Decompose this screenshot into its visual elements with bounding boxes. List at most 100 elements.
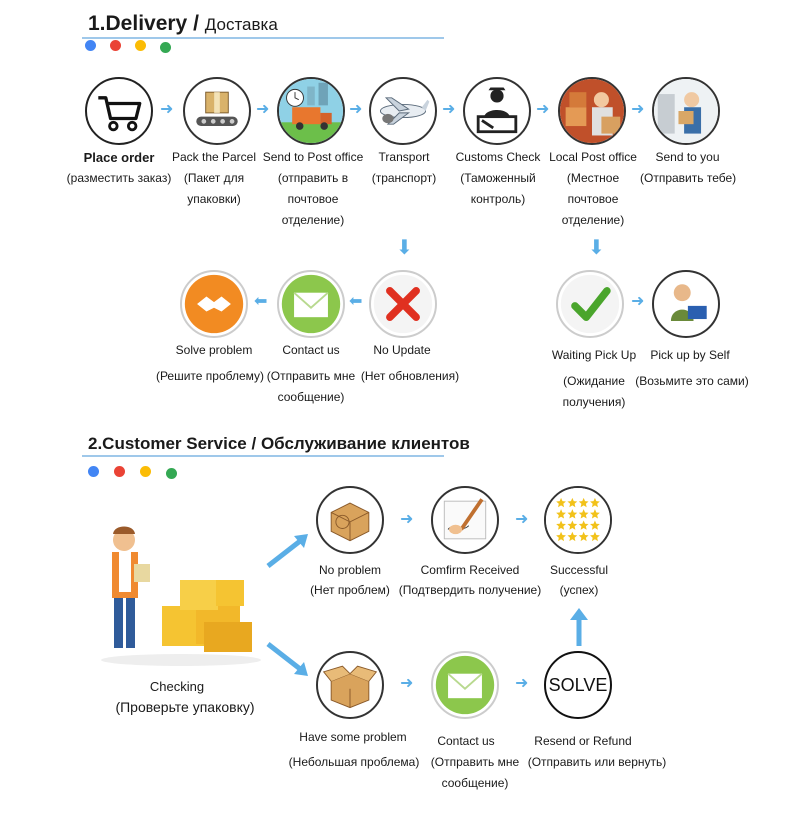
- arrow-down-right-icon: [264, 640, 314, 680]
- star-icon: [567, 509, 578, 519]
- transport-sub: (транспорт): [371, 171, 437, 185]
- handshake-icon: [180, 270, 248, 338]
- successful-label: Successful: [549, 563, 609, 577]
- arrow-right-icon: ➜: [256, 101, 270, 118]
- local-post-label: Local Post office: [549, 150, 637, 164]
- arrow-left-icon: ⬅: [349, 293, 363, 310]
- have-problem-label: Have some problem: [299, 730, 407, 744]
- contact-us-sub: (Отправить мне сообщение): [266, 369, 356, 404]
- have-problem-sub: (Небольшая проблема): [288, 755, 420, 769]
- section2-heading: 2.Customer Service / Обслуживание клиент…: [88, 434, 470, 454]
- section2-separator: /: [251, 434, 257, 453]
- solve-problem-sub: (Решите проблему): [155, 369, 265, 383]
- solve-icon: SOLVE: [544, 651, 612, 719]
- star-icon: [590, 497, 600, 508]
- envelope-icon: [431, 651, 499, 719]
- open-box-icon: [316, 651, 384, 719]
- star-icon: [567, 520, 578, 530]
- arrow-left-icon: ⬅: [254, 293, 268, 310]
- arrow-down-icon: ⬇: [396, 237, 413, 259]
- successful-sub: (успех): [559, 583, 599, 597]
- star-icon: [556, 531, 566, 542]
- arrow-right-icon: ➜: [536, 101, 550, 118]
- customs-sub: (Таможенный контроль): [460, 171, 536, 206]
- send-post-label: Send to Post office: [262, 150, 364, 164]
- no-update-sub: (Нет обновления): [360, 369, 460, 383]
- confirm-received-label: Comfirm Received: [420, 563, 520, 577]
- yellow-dot: [140, 466, 151, 477]
- star-icon: [590, 531, 600, 542]
- blue-dot: [88, 466, 99, 477]
- arrow-up-right-icon: [264, 530, 314, 570]
- place-order-sub: (разместить заказ): [66, 171, 172, 185]
- send-you-label: Send to you: [655, 150, 720, 164]
- send-post-sub: (отправить в почтовое отделение): [277, 171, 349, 227]
- blue-dot: [85, 40, 96, 51]
- star-icon: [578, 509, 589, 519]
- local-post-sub: (Местное почтовое отделение): [561, 171, 625, 227]
- pickup-self-label: Pick up by Self: [650, 348, 730, 362]
- local-post-icon: [558, 77, 626, 145]
- arrow-right-icon: ➜: [631, 293, 645, 310]
- star-icon: [567, 497, 578, 508]
- section1-separator: /: [193, 12, 199, 35]
- yellow-dot: [135, 40, 146, 51]
- red-dot: [110, 40, 121, 51]
- no-problem-sub: (Нет проблем): [310, 583, 390, 597]
- waiting-pickup-sub: (Ожидание получения): [562, 374, 626, 409]
- star-icon: [578, 520, 589, 530]
- arrow-right-icon: ➜: [160, 101, 174, 118]
- star-icon: [556, 520, 566, 530]
- free-shipping-box-icon: [316, 486, 384, 554]
- section2-subtitle: Обслуживание клиентов: [260, 434, 470, 453]
- box-conveyor-icon: [183, 77, 251, 145]
- contact-us-label: Contact us: [282, 343, 340, 357]
- solve-text: SOLVE: [548, 674, 608, 695]
- customs-label: Customs Check: [455, 150, 541, 164]
- star-icon: [578, 531, 589, 542]
- send-you-sub: (Отправить тебе): [640, 171, 737, 185]
- resend-refund-label: Resend or Refund: [534, 734, 632, 748]
- confirm-received-sub: (Подтвердить получение): [398, 583, 542, 597]
- waiting-pickup-label: Waiting Pick Up: [551, 348, 637, 362]
- solve-problem-label: Solve problem: [175, 343, 253, 357]
- arrow-right-icon: ➜: [400, 675, 414, 692]
- contact-us-2-label: Contact us: [437, 734, 495, 748]
- customs-officer-icon: [463, 77, 531, 145]
- checkmark-icon: [556, 270, 624, 338]
- star-icon: [590, 520, 600, 530]
- arrow-right-icon: ➜: [631, 101, 645, 118]
- envelope-icon: [277, 270, 345, 338]
- red-dot: [114, 466, 125, 477]
- star-icon: [556, 509, 566, 519]
- man-with-boxes-icon: [96, 520, 266, 668]
- cart-icon: [85, 77, 153, 145]
- star-icon: [567, 531, 578, 542]
- section1-subtitle: Доставка: [204, 15, 278, 34]
- arrow-right-icon: ➜: [400, 511, 414, 528]
- section2-title: 2.Customer Service: [88, 434, 247, 453]
- star-icon: [578, 497, 589, 508]
- stars-icon: [544, 486, 612, 554]
- arrow-right-icon: ➜: [515, 675, 529, 692]
- pickup-self-sub: (Возьмите это сами): [635, 374, 749, 388]
- checking-label: Checking: [149, 679, 205, 694]
- signing-pen-icon: [431, 486, 499, 554]
- courier-icon: [652, 77, 720, 145]
- pack-parcel-sub: (Пакет для упаковки): [183, 171, 245, 206]
- green-dot: [160, 42, 171, 53]
- person-basket-icon: [652, 270, 720, 338]
- pack-parcel-label: Pack the Parcel: [171, 150, 257, 164]
- section1-heading: 1.Delivery / Доставка: [88, 12, 278, 36]
- section1-title: 1.Delivery: [88, 12, 188, 35]
- transport-label: Transport: [378, 150, 430, 164]
- arrow-right-icon: ➜: [515, 511, 529, 528]
- airplane-icon: [369, 77, 437, 145]
- section2-underline: [82, 455, 444, 457]
- contact-us-2-sub: (Отправить мне сообщение): [430, 755, 520, 790]
- resend-refund-sub: (Отправить или вернуть): [527, 755, 667, 769]
- arrow-down-icon: ⬇: [588, 237, 605, 259]
- arrow-right-icon: ➜: [442, 101, 456, 118]
- arrow-right-icon: ➜: [349, 101, 363, 118]
- arrow-up-icon: [568, 606, 590, 646]
